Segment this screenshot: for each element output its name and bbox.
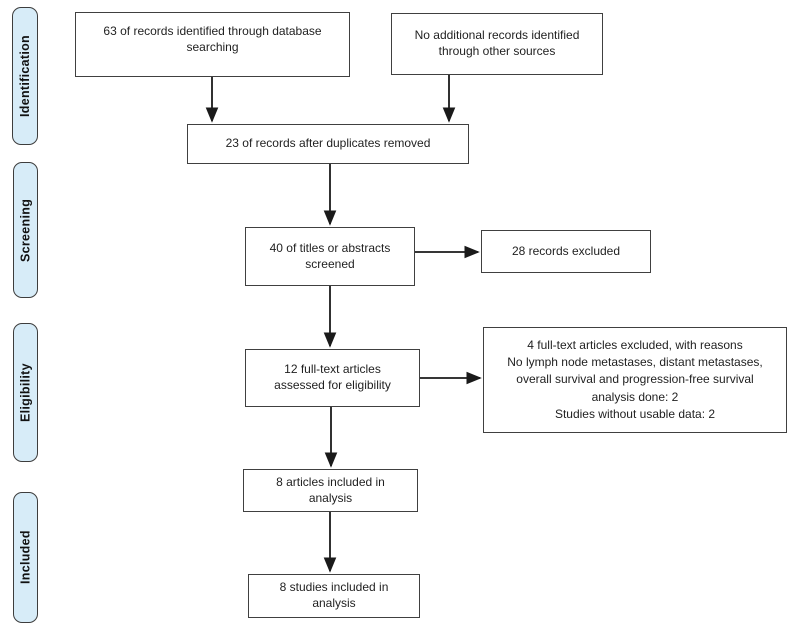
node-additional-records: No additional records identified through… (391, 13, 603, 75)
node-after-duplicates: 23 of records after duplicates removed (187, 124, 469, 164)
stage-label-screening: Screening (13, 162, 38, 298)
node-additional-records-text: No additional records identified through… (414, 28, 580, 58)
node-records-excluded-text: 28 records excluded (511, 243, 621, 258)
node-studies-included-text: 8 studies included in analysis (279, 580, 389, 610)
stage-label-identification: Identification (12, 7, 38, 145)
node-records-identified: 63 of records identified through databas… (75, 12, 350, 77)
node-titles-screened-text: 40 of titles or abstracts screened (269, 240, 391, 271)
node-fulltext-assessed-text: 12 full-text articles assessed for eligi… (274, 362, 391, 392)
node-records-identified-text: 63 of records identified through databas… (103, 24, 322, 54)
node-articles-included-text: 8 articles included in analysis (276, 474, 385, 505)
node-fulltext-excluded-text: 4 full-text articles excluded, with reas… (507, 338, 763, 421)
node-after-duplicates-text: 23 of records after duplicates removed (225, 136, 431, 151)
stage-label-included: Included (13, 492, 38, 623)
stage-label-eligibility: Eligibility (13, 323, 38, 462)
node-fulltext-assessed: 12 full-text articles assessed for eligi… (245, 349, 420, 407)
node-titles-screened: 40 of titles or abstracts screened (245, 227, 415, 286)
node-records-excluded: 28 records excluded (481, 230, 651, 273)
node-studies-included: 8 studies included in analysis (248, 574, 420, 618)
node-fulltext-excluded: 4 full-text articles excluded, with reas… (483, 327, 787, 433)
node-articles-included: 8 articles included in analysis (243, 469, 418, 512)
